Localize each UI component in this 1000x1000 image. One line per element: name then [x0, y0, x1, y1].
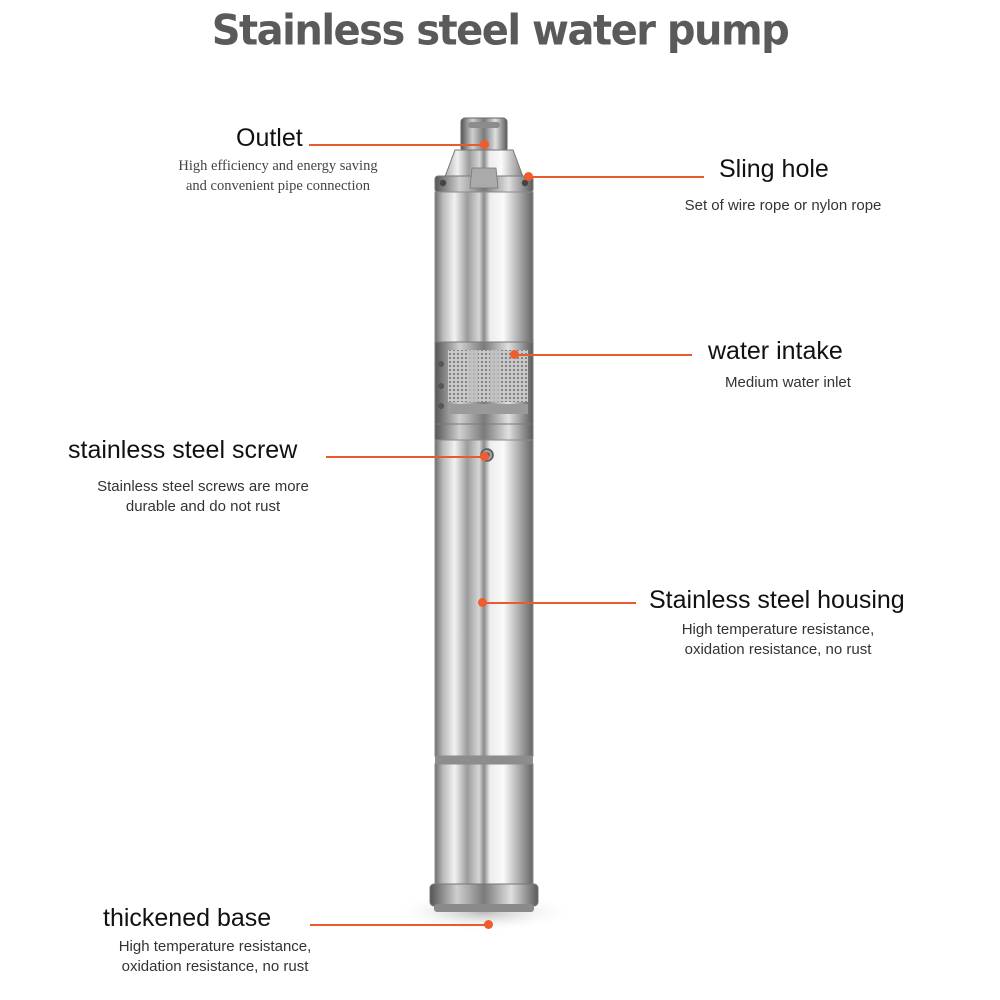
- page-title: Stainless steel water pump: [211, 6, 790, 56]
- screw-dot: [480, 452, 489, 461]
- outlet-description: High efficiency and energy saving and co…: [178, 158, 378, 194]
- housing-description: High temperature resistance, oxidation r…: [681, 621, 875, 658]
- sling-hole-dot: [524, 172, 533, 181]
- base-description: High temperature resistance, oxidation r…: [118, 938, 312, 975]
- sling-hole-leader-line: [528, 176, 704, 178]
- housing-leader-line: [486, 602, 636, 604]
- sling-hole-left: [439, 179, 447, 187]
- sling-hole-description: Set of wire rope or nylon rope: [684, 197, 882, 214]
- base-label: thickened base: [103, 904, 272, 932]
- sling-hole-label: Sling hole: [719, 155, 829, 183]
- housing-dot: [478, 598, 487, 607]
- outlet-dot: [480, 140, 489, 149]
- base-dot: [484, 920, 493, 929]
- housing-label: Stainless steel housing: [649, 586, 905, 614]
- outlet-leader-line: [309, 144, 481, 146]
- water-intake-leader-line: [516, 354, 692, 356]
- base-leader-line: [310, 924, 486, 926]
- screw-description: Stainless steel screws are more durable …: [97, 478, 309, 515]
- outlet-label: Outlet: [236, 124, 303, 152]
- lower-joint: [435, 756, 533, 764]
- screw-leader-line: [326, 456, 482, 458]
- cap-detail: [469, 167, 499, 189]
- base-rim: [434, 904, 534, 912]
- lower-body: [434, 763, 534, 885]
- water-intake-description: Medium water inlet: [725, 374, 851, 391]
- sling-hole-right: [521, 179, 529, 187]
- upper-body: [434, 191, 534, 343]
- base: [429, 883, 539, 907]
- collar: [434, 423, 534, 441]
- outlet-ring: [468, 122, 500, 128]
- intake-band: [448, 404, 528, 414]
- water-intake-label: water intake: [708, 337, 843, 365]
- water-intake-dot: [510, 350, 519, 359]
- screw-label: stainless steel screw: [68, 436, 298, 464]
